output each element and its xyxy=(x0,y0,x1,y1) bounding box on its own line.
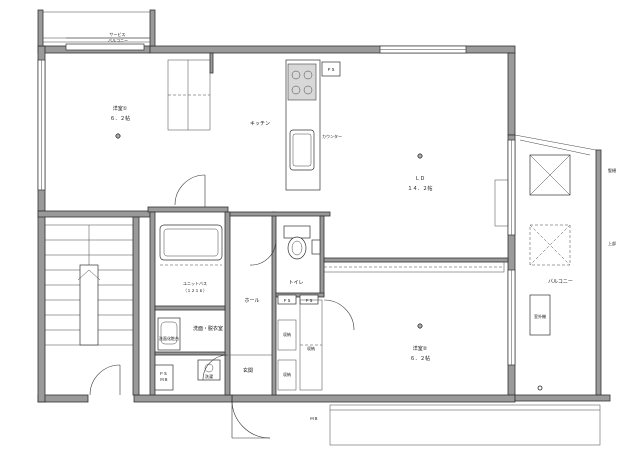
ps-label-2: ＰＳ xyxy=(283,298,291,303)
hall-label: ホール xyxy=(244,298,259,304)
ps-label-1: ＰＳ xyxy=(327,67,335,72)
western-room-1: 洋室① ６．２帖 xyxy=(110,59,211,207)
toilet-label: トイレ xyxy=(288,280,303,286)
storage-2-label: 収納 xyxy=(283,371,291,377)
ps-mb: ＰＳ ＭＢ xyxy=(154,364,174,391)
ps-mb-line1: ＰＳ xyxy=(159,371,167,376)
service-balcony: サービス バルコニー xyxy=(43,11,150,51)
ld-label: ＬＤ xyxy=(415,176,425,182)
upper-note: 上部 xyxy=(608,240,616,246)
mb-exterior: ＭＢ xyxy=(310,404,601,446)
windows xyxy=(37,45,516,366)
western-room-2-size: ６．２帖 xyxy=(410,355,430,362)
staircase xyxy=(44,224,134,396)
side-note: 竪樋 xyxy=(608,167,616,173)
storage: 収納 収納 収納 xyxy=(277,299,323,391)
entrance-label: 玄関 xyxy=(243,367,253,374)
exterior-walls xyxy=(37,9,611,403)
ld-size: １４．２帖 xyxy=(407,185,432,192)
counter-label: カウンター xyxy=(322,133,342,139)
toilet: トイレ xyxy=(249,225,321,286)
ps-mb-line2: ＭＢ xyxy=(160,377,168,382)
kitchen: キッチン カウンター ＰＳ xyxy=(250,59,342,191)
kitchen-label: キッチン xyxy=(250,121,270,127)
ac-unit-label: 室外機 xyxy=(534,313,546,319)
washroom: 洗面・脱衣室 洗面化粧台 洗濯 xyxy=(157,317,229,381)
mb-label: ＭＢ xyxy=(310,416,318,421)
western-room-1-size: ６．２帖 xyxy=(110,115,130,122)
entrance: 玄関 xyxy=(230,354,272,439)
ps-mb-label: ＰＳ ＭＢ xyxy=(159,371,168,382)
unit-bath: ユニットバス （１２１６） xyxy=(159,224,223,293)
western-room-2: 洋室② ６．２帖 xyxy=(323,261,505,362)
ps-label-3: ＰＳ xyxy=(305,298,313,303)
storage-3-label: 収納 xyxy=(307,345,315,351)
unit-bath-label: ユニットバス xyxy=(183,281,207,286)
washstand-label: 洗面化粧台 xyxy=(159,335,179,341)
washroom-label: 洗面・脱衣室 xyxy=(193,325,223,332)
living-dining: ＬＤ １４．２帖 xyxy=(407,153,509,227)
washer-label: 洗濯 xyxy=(205,373,213,379)
western-room-1-label: 洋室① xyxy=(113,105,128,112)
western-room-2-label: 洋室② xyxy=(413,345,428,352)
service-balcony-label: サービス バルコニー xyxy=(108,31,128,43)
balcony-label: バルコニー xyxy=(548,279,573,285)
balcony: 竪樋 上部 バルコニー 室外機 xyxy=(514,134,616,391)
unit-bath-size: （１２１６） xyxy=(183,288,207,293)
service-balcony-line2: バルコニー xyxy=(108,38,128,43)
storage-1-label: 収納 xyxy=(283,331,291,337)
service-balcony-line1: サービス xyxy=(109,31,125,37)
hall: ホール ＰＳ ＰＳ xyxy=(244,294,319,305)
